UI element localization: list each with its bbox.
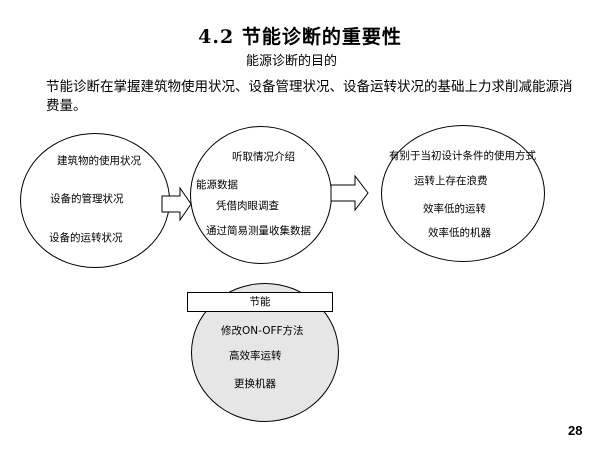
energy-saving-header: 节能 — [187, 292, 333, 312]
slide-subtitle: 能源诊断的目的 — [246, 54, 338, 69]
right-arrow-icon — [161, 186, 192, 222]
circle-item: 效率低的机器 — [428, 227, 491, 239]
usage-status-circle — [20, 133, 170, 268]
circle-item: 设备的管理状况 — [50, 193, 124, 205]
circle-item: 建筑物的使用状况 — [57, 155, 141, 167]
circle-item: 有别于当初设计条件的使用方式 — [389, 150, 536, 162]
right-arrow-icon — [330, 174, 369, 212]
circle-item: 运转上存在浪费 — [414, 175, 488, 187]
circle-item: 设备的运转状况 — [49, 232, 123, 244]
circle-item: 效率低的运转 — [423, 203, 486, 215]
circle-item: 通过简易测量收集数据 — [206, 225, 311, 237]
intro-text: 节能诊断在掌握建筑物使用状况、设备管理状况、设备运转状况的基础上力求削减能源消费… — [46, 79, 573, 114]
slide-title: 4.2 节能诊断的重要性 — [198, 26, 402, 48]
diagnosis-methods-circle — [190, 126, 332, 264]
circle-item: 听取情况介绍 — [232, 151, 295, 163]
circle-item: 能源数据 — [196, 179, 238, 191]
circle-item: 凭借肉眼调查 — [216, 200, 279, 212]
problems-found-circle — [381, 125, 545, 262]
circle-item: 更换机器 — [234, 378, 276, 390]
circle-item: 高效率运转 — [229, 350, 282, 362]
page-number: 28 — [568, 423, 583, 438]
circle-item: 修改ON-OFF方法 — [221, 325, 304, 337]
